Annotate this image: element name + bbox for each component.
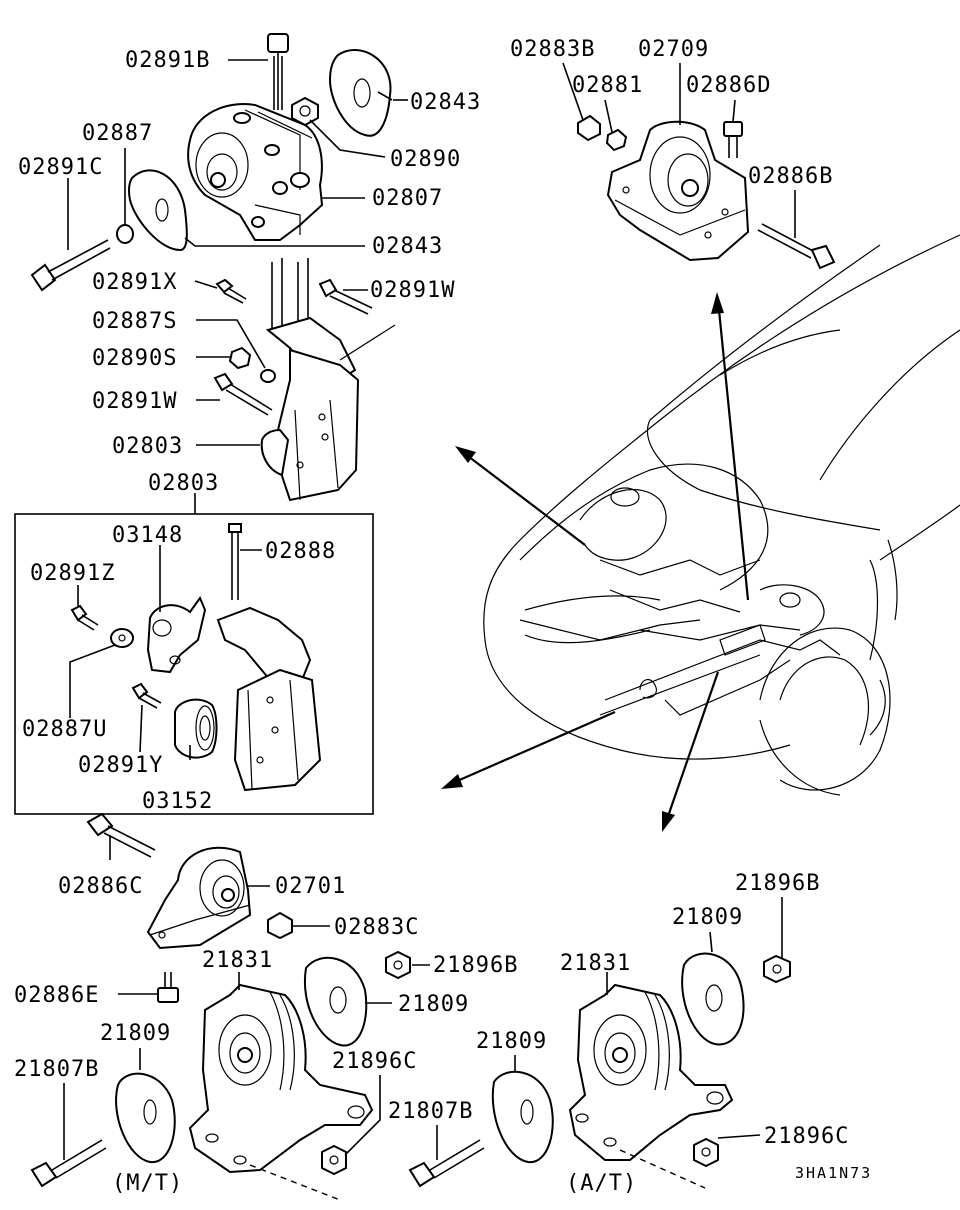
mount-02709 (606, 120, 750, 262)
label-02803-box: 02803 (148, 471, 219, 496)
label-02890S: 02890S (92, 346, 177, 371)
washer-21809-at-lower (491, 1070, 554, 1164)
bolt-02886B (757, 223, 836, 270)
label-02888: 02888 (265, 539, 336, 564)
label-02803-upper: 02803 (112, 434, 183, 459)
label-21809-at-upper: 21809 (672, 905, 743, 930)
label-02886D: 02886D (686, 73, 771, 98)
vehicle-body-sketch (483, 234, 960, 796)
label-02843-bottom: 02843 (372, 234, 443, 259)
label-02891Y: 02891Y (78, 753, 163, 778)
bracket-02803-upper (260, 258, 396, 502)
bolt-02886E (157, 972, 179, 1003)
label-02891B: 02891B (125, 48, 210, 73)
bracket-02803-detail (216, 523, 322, 792)
nut-21896B-at (763, 954, 791, 984)
label-02881: 02881 (572, 73, 643, 98)
label-at: (A/T) (566, 1171, 637, 1196)
label-21896B-at: 21896B (735, 871, 820, 896)
bolt-21807B-mt (30, 1139, 107, 1188)
washer-02887U (110, 628, 134, 648)
label-02887S: 02887S (92, 309, 177, 334)
label-03148: 03148 (112, 523, 183, 548)
bolt-02891W-lower (213, 372, 273, 416)
nut-21896C-mt (321, 1144, 347, 1176)
label-21809-at-lower: 21809 (476, 1029, 547, 1054)
bolt-21807B-at (408, 1139, 485, 1188)
nut-02883B (577, 114, 601, 142)
leader-arrows (441, 292, 750, 832)
callout-lines (63, 59, 796, 1160)
label-mt: (M/T) (112, 1171, 183, 1196)
part-labels: 02891B 02843 02887 02890 02891C 02807 02… (14, 37, 872, 1196)
label-21831-at: 21831 (560, 951, 631, 976)
label-21809-mt-lower: 21809 (100, 1021, 171, 1046)
label-02883B: 02883B (510, 37, 595, 62)
label-02891X: 02891X (92, 270, 177, 295)
label-02701: 02701 (275, 874, 346, 899)
label-02709: 02709 (638, 37, 709, 62)
label-02887U: 02887U (22, 717, 107, 742)
label-02883C: 02883C (334, 915, 419, 940)
bracket-03148 (146, 595, 207, 674)
label-21831-mt: 21831 (202, 948, 273, 973)
nut-21896B-mt (385, 950, 411, 980)
mount-21831-mt (188, 983, 374, 1201)
label-21896C-at: 21896C (764, 1124, 849, 1149)
label-02807: 02807 (372, 186, 443, 211)
label-21809-mt-upper: 21809 (398, 992, 469, 1017)
washer-02887S (260, 369, 276, 383)
label-02886B: 02886B (748, 164, 833, 189)
mount-02701 (146, 846, 252, 950)
label-21807B-mt: 21807B (14, 1057, 99, 1082)
label-02891W-lower: 02891W (92, 389, 177, 414)
label-02887: 02887 (82, 121, 153, 146)
bolt-02891W-upper (318, 278, 373, 315)
bolt-02891Y (131, 682, 162, 709)
nut-02890 (291, 96, 319, 127)
label-02886E: 02886E (14, 983, 99, 1008)
washer-21809-mt-upper (303, 956, 368, 1047)
nut-02883C (267, 911, 293, 940)
label-03152: 03152 (142, 789, 213, 814)
nut-02887 (116, 224, 134, 244)
nut-02881 (605, 128, 628, 152)
label-02891C: 02891C (18, 155, 103, 180)
label-02890: 02890 (390, 147, 461, 172)
bolt-02891B (267, 33, 289, 110)
nut-21896C-at (693, 1137, 719, 1168)
mount-02807 (187, 103, 324, 241)
washer-21809-mt-lower (115, 1072, 176, 1164)
label-02886C: 02886C (58, 874, 143, 899)
bolt-02891X (215, 278, 247, 304)
washer-02843-bottom (127, 169, 188, 252)
bolt-02886C (86, 812, 156, 858)
bolt-02891C (30, 239, 111, 292)
washer-21809-at-upper (681, 952, 745, 1046)
diagram-code: 3HA1N73 (795, 1164, 872, 1182)
bushing-03152 (174, 698, 218, 759)
label-21807B-at: 21807B (388, 1099, 473, 1124)
bolt-02886D (723, 121, 743, 158)
bolt-02891Z (70, 604, 99, 631)
label-02891W-upper: 02891W (370, 278, 455, 303)
washer-02843-top (328, 49, 392, 137)
mount-21831-at (568, 983, 734, 1189)
label-02891Z: 02891Z (30, 561, 115, 586)
nut-02890S (228, 346, 252, 370)
detail-box (14, 513, 374, 815)
label-21896B-mt: 21896B (433, 953, 518, 978)
label-02843-top: 02843 (410, 90, 481, 115)
label-21896C-mt: 21896C (332, 1049, 417, 1074)
